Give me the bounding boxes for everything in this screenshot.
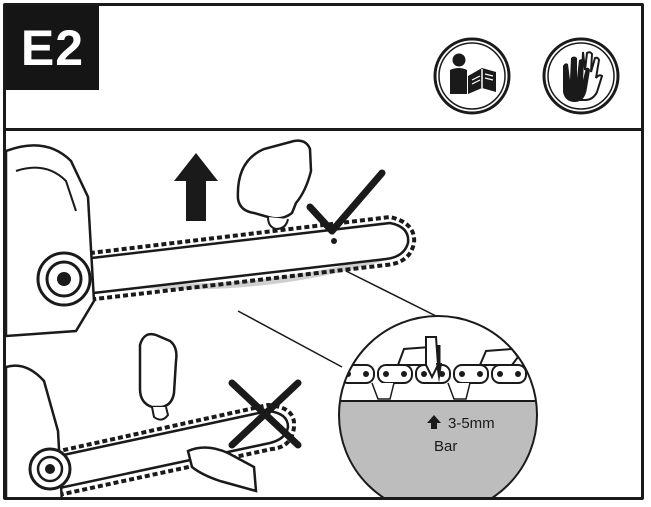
wear-gloves-icon	[541, 36, 621, 116]
tension-diagram: 3-5mm Bar	[6, 131, 644, 500]
read-manual-icon	[432, 36, 512, 116]
correct-tension-saw	[6, 141, 414, 336]
instruction-panel: E2	[3, 3, 644, 500]
chain-tension-illustration: 3-5mm Bar	[6, 131, 644, 500]
step-badge: E2	[6, 6, 99, 90]
magnified-detail: 3-5mm Bar	[326, 311, 566, 500]
panel-header: E2	[6, 6, 641, 131]
incorrect-tension-saw	[6, 334, 298, 500]
gap-measurement-label: 3-5mm	[448, 415, 495, 432]
callout-line-lower	[238, 311, 342, 367]
bar-label: Bar	[434, 438, 457, 455]
